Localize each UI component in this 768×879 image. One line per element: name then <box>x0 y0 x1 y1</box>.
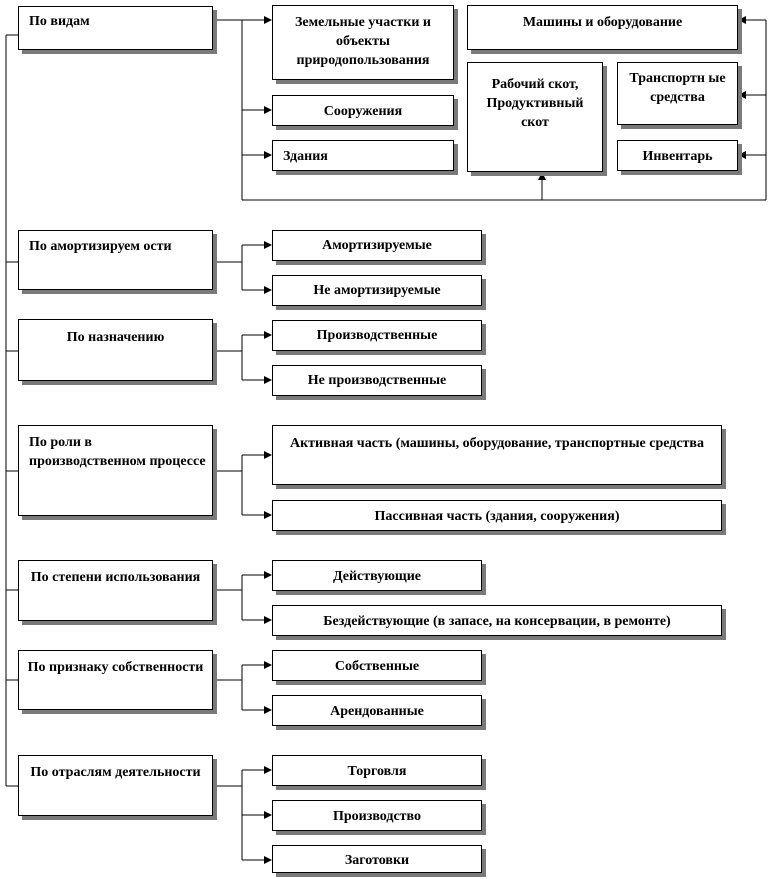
category-by-type: По видам <box>18 6 213 50</box>
item-label: Производственные <box>316 328 438 343</box>
ownership-item: Арендованные <box>272 695 482 726</box>
category-label: По видам <box>29 14 90 29</box>
type-machinery-label: Машины и оборудование <box>522 15 683 30</box>
category-label: По отраслям деятельности <box>30 765 201 780</box>
category-by-usage: По степени использования <box>18 560 213 621</box>
purpose-item: Не производственные <box>272 365 482 396</box>
item-label: Производство <box>332 809 422 824</box>
type-buildings-label: Здания <box>283 149 328 164</box>
role-item: Пассивная часть (здания, сооружения) <box>272 500 722 531</box>
item-label: Действующие <box>332 569 422 584</box>
industry-item: Производство <box>272 800 482 831</box>
purpose-item: Производственные <box>272 320 482 351</box>
item-label: Торговля <box>347 764 407 779</box>
depreciation-item: Амортизируемые <box>272 230 482 261</box>
type-inventory: Инвентарь <box>617 140 738 171</box>
item-label: Амортизируемые <box>322 238 432 253</box>
category-by-purpose: По назначению <box>18 319 213 381</box>
item-label: Арендованные <box>330 704 424 719</box>
category-by-depreciation: По амортизируем ости <box>18 230 213 290</box>
industry-item: Заготовки <box>272 845 482 873</box>
usage-item: Действующие <box>272 560 482 591</box>
type-inventory-label: Инвентарь <box>642 149 713 164</box>
type-livestock-label: Рабочий скот, Продуктивный скот <box>486 77 584 130</box>
item-label: Не производственные <box>307 373 447 388</box>
type-machinery: Машины и оборудование <box>467 5 738 50</box>
item-label: Собственные <box>334 659 420 674</box>
type-transport-label: Транспортн ые средства <box>629 71 726 105</box>
type-structures-label: Сооружения <box>323 104 403 119</box>
category-label: По амортизируем ости <box>29 239 172 254</box>
category-label: По назначению <box>66 330 165 345</box>
role-item: Активная часть (машины, оборудование, тр… <box>272 425 722 485</box>
item-label: Заготовки <box>344 853 410 868</box>
depreciation-item: Не амортизируемые <box>272 275 482 306</box>
type-livestock: Рабочий скот, Продуктивный скот <box>467 62 603 172</box>
industry-item: Торговля <box>272 755 482 786</box>
category-label: По роли в производственном процессе <box>29 435 206 469</box>
category-by-ownership: По признаку собственности <box>18 650 213 710</box>
type-structures: Сооружения <box>272 95 454 126</box>
type-buildings: Здания <box>272 140 454 171</box>
type-land-label: Земельные участки и объекты природопольз… <box>294 15 431 68</box>
usage-item: Бездействующие (в запасе, на консервации… <box>272 605 722 636</box>
type-land: Земельные участки и объекты природопольз… <box>272 5 454 80</box>
item-label: Пассивная часть (здания, сооружения) <box>374 509 620 524</box>
category-label: По степени использования <box>30 570 201 585</box>
category-label: По признаку собственности <box>27 660 204 675</box>
category-by-role: По роли в производственном процессе <box>18 425 213 516</box>
ownership-item: Собственные <box>272 650 482 681</box>
category-by-industry: По отраслям деятельности <box>18 755 213 816</box>
type-transport: Транспортн ые средства <box>617 62 738 125</box>
item-label: Бездействующие (в запасе, на консервации… <box>323 614 671 629</box>
item-label: Не амортизируемые <box>313 283 441 298</box>
item-label: Активная часть (машины, оборудование, тр… <box>289 436 704 451</box>
